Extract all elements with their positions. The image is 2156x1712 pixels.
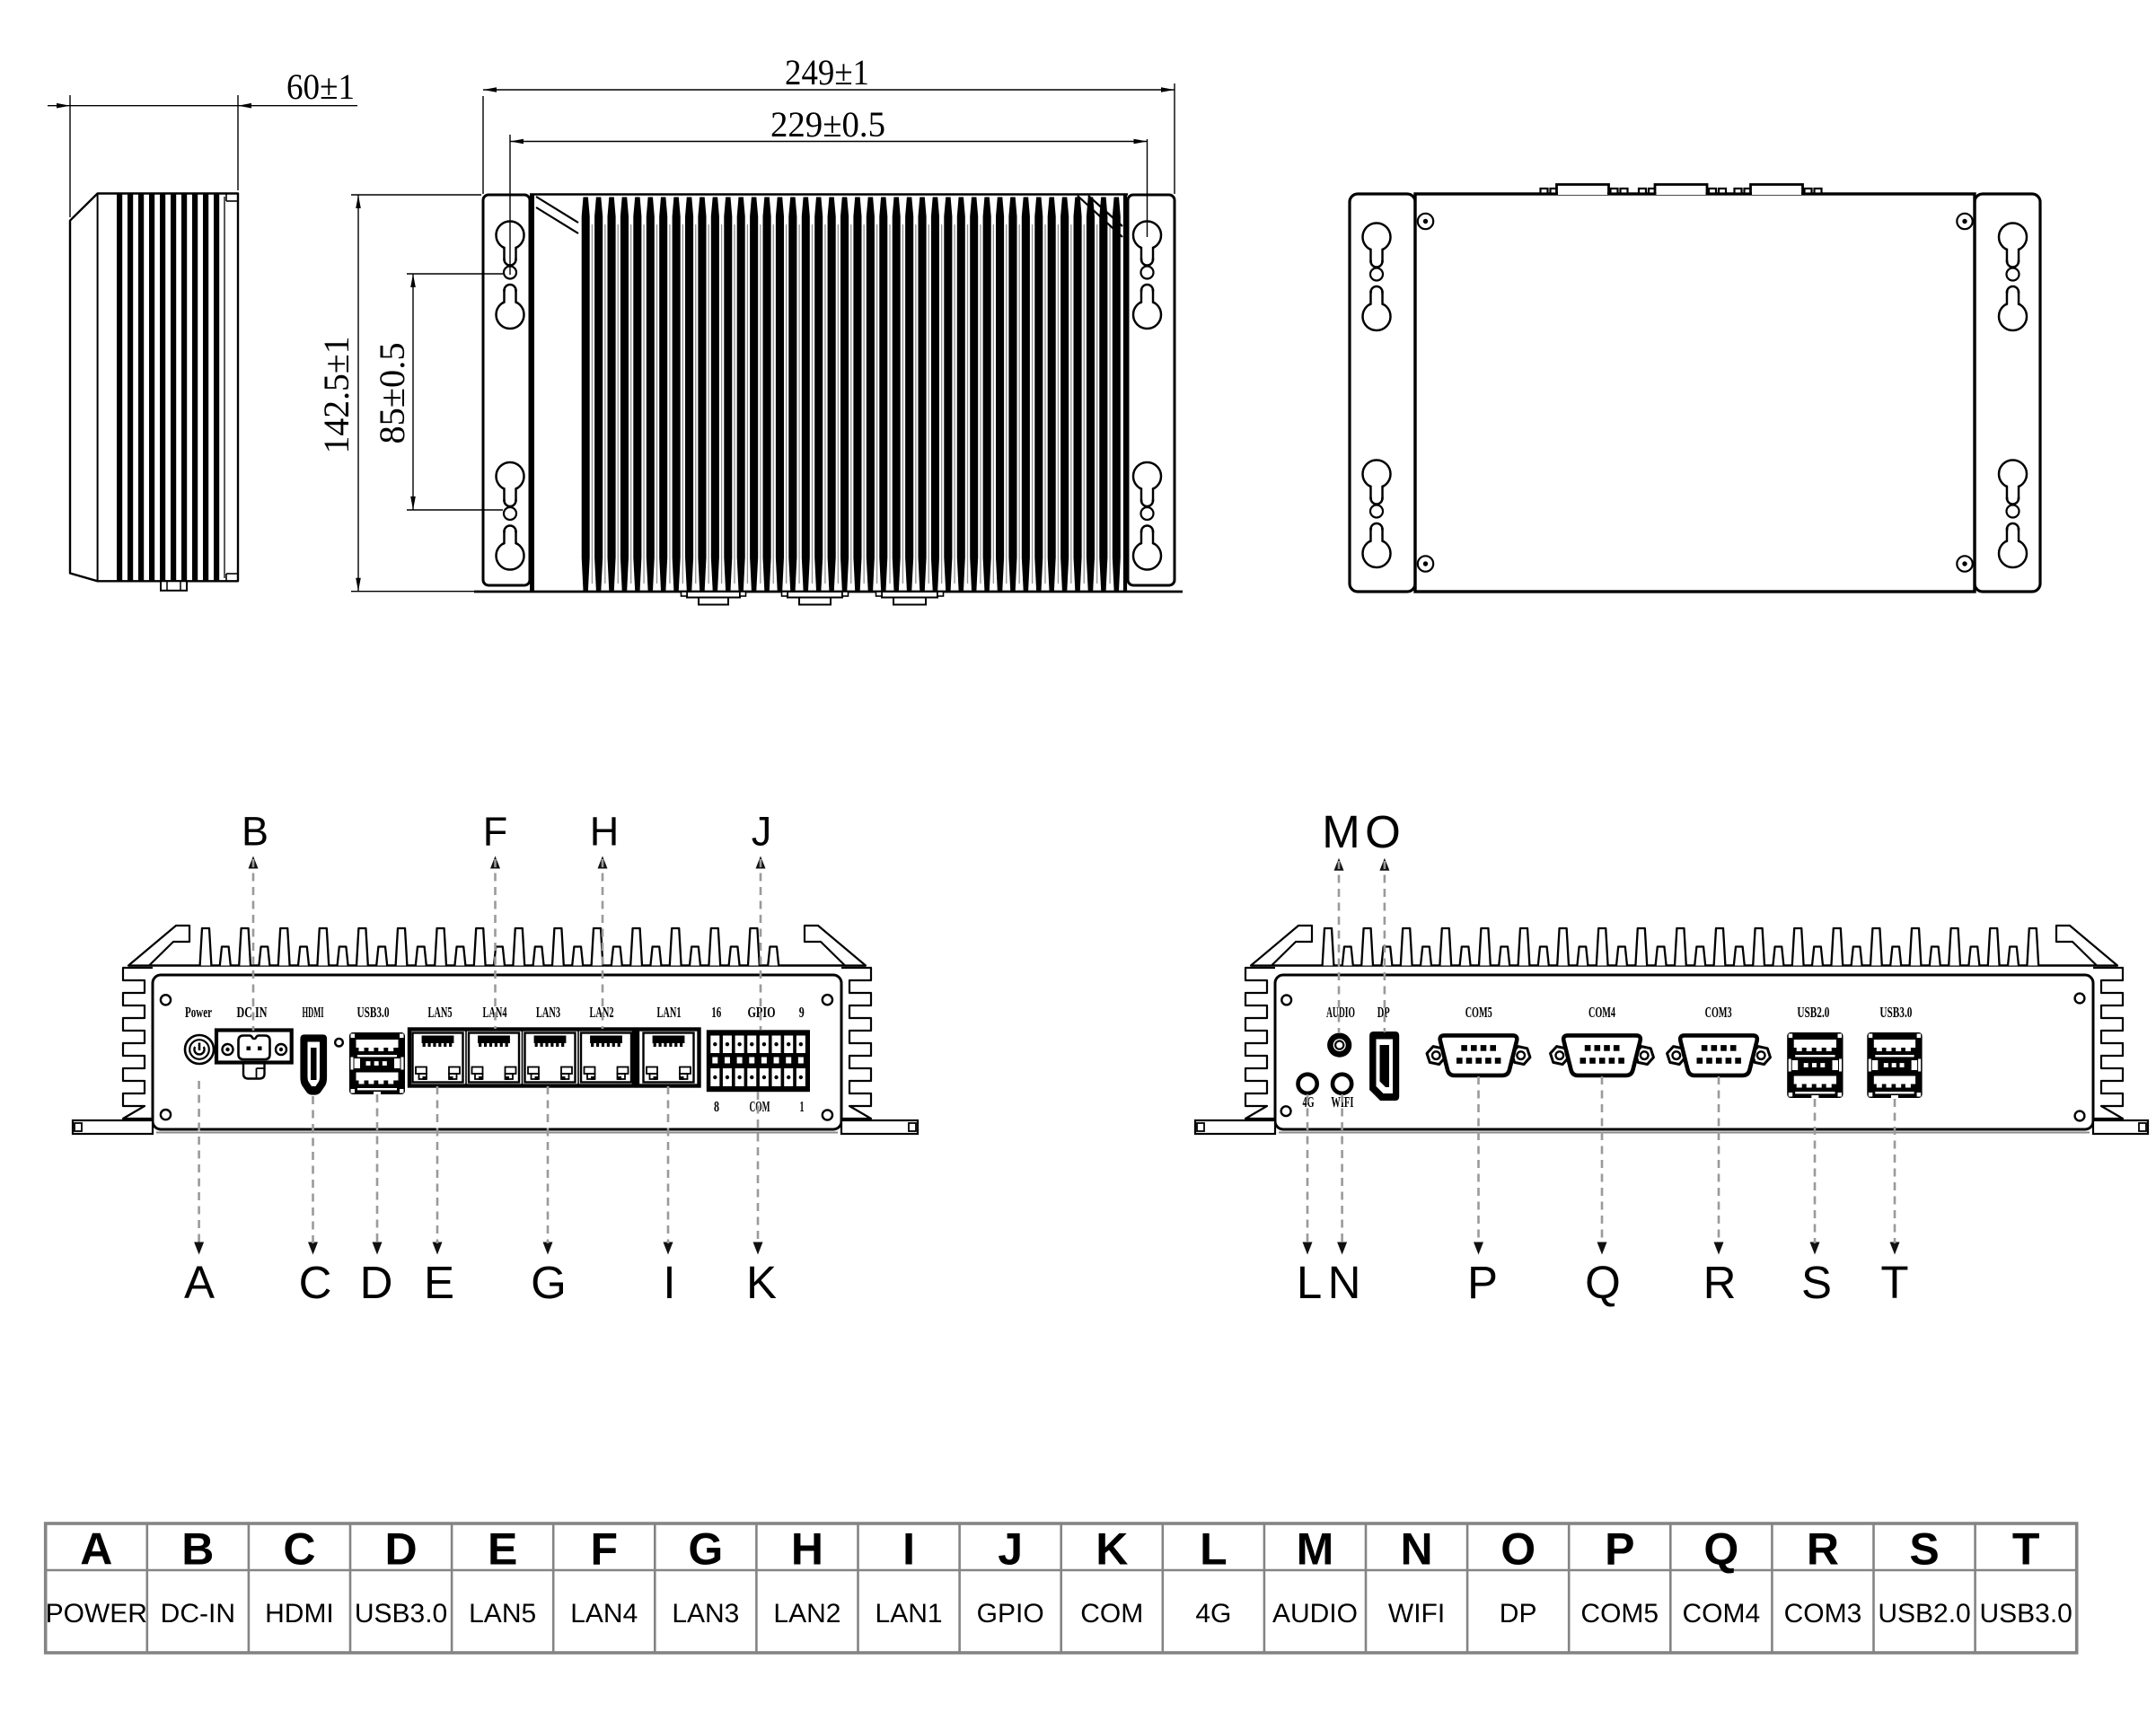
svg-text:C: C bbox=[283, 1524, 315, 1575]
svg-text:M: M bbox=[1297, 1524, 1334, 1575]
svg-text:USB3.0: USB3.0 bbox=[355, 1599, 447, 1629]
svg-text:USB2.0: USB2.0 bbox=[1797, 1004, 1829, 1021]
svg-text:E: E bbox=[424, 1257, 454, 1308]
svg-text:LAN1: LAN1 bbox=[657, 1004, 682, 1021]
svg-text:F: F bbox=[483, 809, 508, 855]
svg-text:COM4: COM4 bbox=[1588, 1004, 1615, 1021]
svg-text:D: D bbox=[384, 1524, 417, 1575]
svg-text:4G: 4G bbox=[1195, 1599, 1231, 1629]
svg-text:85±0.5: 85±0.5 bbox=[372, 343, 412, 444]
svg-text:COM: COM bbox=[750, 1098, 770, 1115]
svg-text:G: G bbox=[531, 1257, 567, 1308]
svg-text:DP: DP bbox=[1377, 1004, 1390, 1021]
svg-text:L: L bbox=[1200, 1524, 1228, 1575]
svg-text:LAN1: LAN1 bbox=[876, 1599, 943, 1629]
svg-text:K: K bbox=[1096, 1524, 1128, 1575]
svg-text:8: 8 bbox=[714, 1098, 719, 1115]
svg-text:S: S bbox=[1801, 1257, 1832, 1308]
svg-text:Q: Q bbox=[1585, 1257, 1621, 1308]
svg-text:COM5: COM5 bbox=[1465, 1004, 1492, 1021]
svg-text:O: O bbox=[1500, 1524, 1536, 1575]
svg-text:M: M bbox=[1322, 806, 1360, 857]
svg-text:COM3: COM3 bbox=[1705, 1004, 1732, 1021]
svg-text:G: G bbox=[688, 1524, 723, 1575]
svg-text:USB3.0: USB3.0 bbox=[357, 1004, 390, 1021]
svg-text:F: F bbox=[590, 1524, 618, 1575]
svg-text:O: O bbox=[1365, 806, 1401, 857]
svg-text:J: J bbox=[752, 809, 772, 855]
svg-text:LAN2: LAN2 bbox=[773, 1599, 840, 1629]
svg-text:P: P bbox=[1605, 1524, 1634, 1575]
svg-text:229±0.5: 229±0.5 bbox=[770, 104, 885, 145]
svg-text:COM3: COM3 bbox=[1784, 1599, 1862, 1629]
svg-text:DC-IN: DC-IN bbox=[161, 1599, 235, 1629]
svg-text:A: A bbox=[184, 1257, 215, 1308]
svg-text:D: D bbox=[360, 1257, 393, 1308]
svg-text:16: 16 bbox=[711, 1004, 721, 1021]
svg-text:LAN3: LAN3 bbox=[536, 1004, 560, 1021]
svg-text:LAN5: LAN5 bbox=[469, 1599, 536, 1629]
svg-text:C: C bbox=[299, 1257, 332, 1308]
svg-text:N: N bbox=[1328, 1257, 1361, 1308]
svg-text:P: P bbox=[1467, 1257, 1498, 1308]
svg-text:142.5±1: 142.5±1 bbox=[316, 337, 356, 454]
svg-text:R: R bbox=[1703, 1257, 1737, 1308]
svg-text:T: T bbox=[1880, 1257, 1908, 1308]
svg-text:DP: DP bbox=[1500, 1599, 1537, 1629]
svg-text:LAN4: LAN4 bbox=[570, 1599, 638, 1629]
svg-text:E: E bbox=[488, 1524, 517, 1575]
svg-text:60±1: 60±1 bbox=[286, 66, 355, 107]
svg-text:AUDIO: AUDIO bbox=[1326, 1004, 1355, 1021]
svg-text:I: I bbox=[663, 1257, 675, 1308]
svg-text:LAN3: LAN3 bbox=[672, 1599, 739, 1629]
svg-text:L: L bbox=[1297, 1257, 1322, 1308]
svg-text:LAN5: LAN5 bbox=[428, 1004, 453, 1021]
svg-text:USB2.0: USB2.0 bbox=[1878, 1599, 1970, 1629]
svg-text:K: K bbox=[746, 1257, 777, 1308]
svg-text:1: 1 bbox=[800, 1098, 805, 1115]
svg-text:J: J bbox=[998, 1524, 1023, 1575]
svg-text:Power: Power bbox=[185, 1004, 212, 1021]
svg-text:B: B bbox=[181, 1524, 214, 1575]
svg-text:COM5: COM5 bbox=[1580, 1599, 1659, 1629]
svg-text:HDMI: HDMI bbox=[303, 1004, 324, 1021]
svg-text:USB3.0: USB3.0 bbox=[1879, 1004, 1912, 1021]
svg-text:T: T bbox=[2012, 1524, 2040, 1575]
svg-text:H: H bbox=[791, 1524, 823, 1575]
svg-text:Q: Q bbox=[1703, 1524, 1738, 1575]
svg-text:A: A bbox=[80, 1524, 112, 1575]
svg-text:I: I bbox=[902, 1524, 915, 1575]
svg-text:9: 9 bbox=[799, 1004, 805, 1021]
svg-text:N: N bbox=[1400, 1524, 1432, 1575]
svg-text:H: H bbox=[590, 809, 620, 855]
svg-text:B: B bbox=[242, 809, 268, 855]
svg-text:COM: COM bbox=[1080, 1599, 1143, 1629]
svg-text:249±1: 249±1 bbox=[785, 52, 869, 92]
svg-text:COM4: COM4 bbox=[1683, 1599, 1761, 1629]
svg-text:GPIO: GPIO bbox=[977, 1599, 1044, 1629]
svg-text:DC IN: DC IN bbox=[237, 1004, 268, 1021]
svg-text:AUDIO: AUDIO bbox=[1272, 1599, 1358, 1629]
svg-text:HDMI: HDMI bbox=[265, 1599, 334, 1629]
svg-text:POWER: POWER bbox=[46, 1599, 147, 1629]
svg-text:R: R bbox=[1807, 1524, 1839, 1575]
svg-text:WIFI: WIFI bbox=[1388, 1599, 1445, 1629]
svg-text:S: S bbox=[1909, 1524, 1939, 1575]
svg-text:USB3.0: USB3.0 bbox=[1979, 1599, 2072, 1629]
